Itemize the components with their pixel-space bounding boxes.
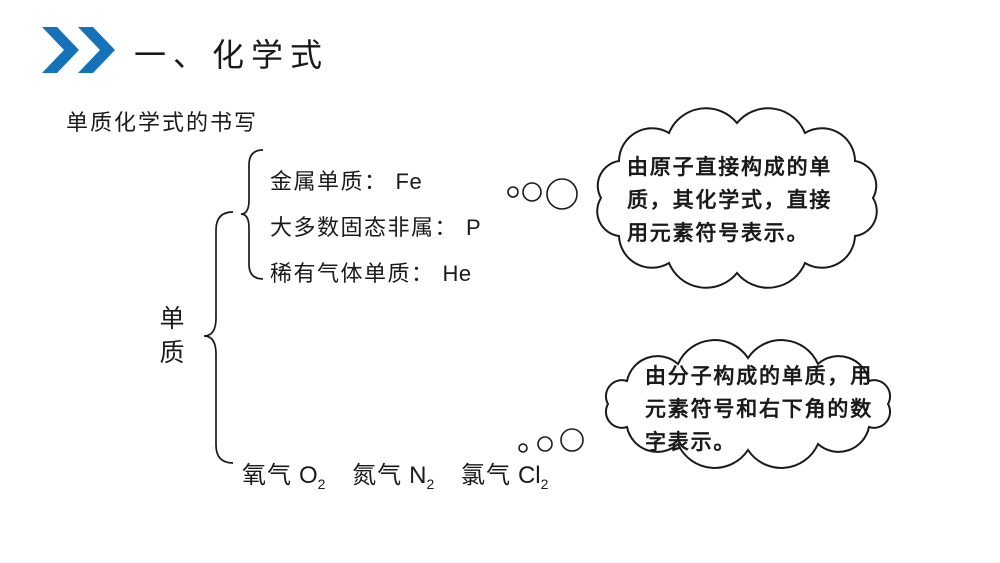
thought-trail-2-medium	[537, 436, 553, 452]
thought-trail-1-large	[546, 178, 578, 210]
branch-item-metal: 金属单质： Fe	[270, 164, 422, 196]
bubble-line: 由分子构成的单质，用	[645, 365, 873, 388]
example-oxygen: 氧气 O2	[242, 462, 327, 492]
branch-item-solid-nonmetal: 大多数固态非属： P	[270, 210, 481, 242]
example-name: 氯气	[460, 462, 511, 489]
thought-bubble-2-text: 由分子构成的单质，用 元素符号和右下角的数 字表示。	[645, 360, 873, 459]
branch-formula: Fe	[395, 169, 423, 194]
slide-title: 一、化学式	[134, 37, 330, 73]
branch-formula: P	[466, 215, 482, 240]
bubble-line: 元素符号和右下角的数	[645, 398, 873, 421]
example-name: 氮气	[352, 462, 403, 489]
root-label-line: 质	[159, 339, 185, 367]
branch-label: 稀有气体单质：	[270, 261, 435, 286]
example-subscript: 2	[426, 475, 436, 492]
tree-root-label: 单 质	[147, 302, 197, 370]
example-subscript: 2	[540, 475, 550, 492]
branch-formula: He	[442, 261, 472, 286]
thought-cloud-2	[605, 339, 891, 469]
example-name: 氧气	[242, 462, 292, 489]
double-chevron-icon	[42, 27, 115, 73]
thought-cloud-1	[596, 107, 878, 289]
slide-subtitle: 单质化学式的书写	[66, 110, 259, 135]
example-symbol: O	[299, 462, 318, 489]
thought-trail-2-small	[518, 443, 528, 453]
outer-brace	[203, 211, 234, 464]
bubble-line: 质，其化学式，直接	[627, 189, 833, 212]
example-subscript: 2	[317, 475, 327, 492]
bubble-line: 字表示。	[645, 431, 737, 454]
thought-trail-2-large	[560, 428, 584, 452]
bubble-line: 由原子直接构成的单	[627, 156, 833, 179]
example-symbol: N	[409, 462, 427, 489]
inner-brace	[240, 149, 264, 280]
thought-trail-1-small	[507, 186, 519, 198]
bubble-line: 用元素符号表示。	[627, 222, 810, 245]
root-label-line: 单	[159, 305, 185, 333]
thought-trail-1-medium	[522, 182, 542, 202]
example-symbol: Cl	[517, 462, 541, 489]
branch-label: 金属单质：	[270, 169, 388, 194]
branch-item-noble-gas: 稀有气体单质： He	[270, 256, 472, 288]
thought-bubble-1-text: 由原子直接构成的单 质，其化学式，直接 用元素符号表示。	[627, 151, 832, 250]
branch-label: 大多数固态非属：	[270, 215, 459, 240]
